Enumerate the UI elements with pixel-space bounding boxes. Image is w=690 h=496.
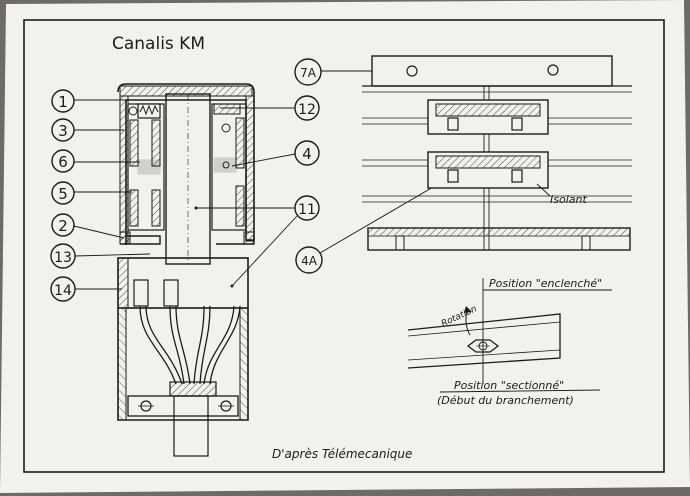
spring xyxy=(139,104,159,116)
section-view xyxy=(117,83,255,457)
rotation-detail: Position "enclenché" Rotation Position "… xyxy=(407,277,612,407)
callout-6: 6 xyxy=(58,153,68,171)
callout-4: 4 xyxy=(302,145,312,163)
bottom-plate xyxy=(127,395,239,417)
right-contact-block xyxy=(213,157,237,173)
callout-2: 2 xyxy=(58,217,68,235)
callout-11: 11 xyxy=(298,202,316,218)
callout-12: 12 xyxy=(298,102,316,118)
cables xyxy=(139,305,241,385)
left-wall xyxy=(119,95,129,245)
callout-14: 14 xyxy=(54,283,72,299)
callout-5: 5 xyxy=(58,185,68,203)
callout-4a: 4A xyxy=(301,254,318,268)
callouts-middle: 12 4 11 7A 4A xyxy=(196,58,453,287)
callout-13: 13 xyxy=(54,250,72,266)
callout-3: 3 xyxy=(58,122,68,140)
callouts-left: 1 3 6 5 2 13 14 xyxy=(50,89,151,302)
plan-view: Isolant xyxy=(362,55,632,251)
drawing-frame xyxy=(23,19,665,473)
label-isolant: Isolant xyxy=(550,193,587,206)
callout-7a: 7A xyxy=(300,66,317,80)
right-wall xyxy=(245,95,255,242)
label-position-sectionne: Position "sectionné" xyxy=(454,379,564,392)
credit-text: D'après Télémecanique xyxy=(272,447,412,461)
top-cap-hatch xyxy=(119,85,253,97)
left-contact-block xyxy=(137,159,161,175)
drawing-title: Canalis KM xyxy=(112,34,205,54)
callout-1: 1 xyxy=(58,93,68,111)
label-debut-branchement: (Début du branchement) xyxy=(437,394,574,407)
cable-sleeve xyxy=(169,381,217,397)
label-position-enclenche: Position "enclenché" xyxy=(489,277,602,290)
